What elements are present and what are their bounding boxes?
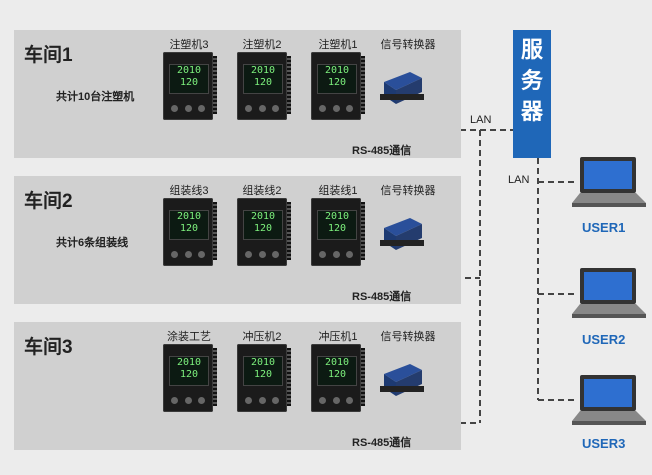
workshop-title: 车间2 bbox=[24, 191, 73, 212]
controller-readout: 120 bbox=[327, 77, 347, 88]
controller-readout: 2010 bbox=[176, 357, 202, 368]
controller-readout: 120 bbox=[179, 77, 199, 88]
controller-readout: 2010 bbox=[250, 211, 276, 222]
device-label: 组装线1 bbox=[318, 185, 358, 197]
controller-readout: 2010 bbox=[324, 211, 350, 222]
heat-sink bbox=[361, 202, 365, 260]
workshop-title: 车间3 bbox=[24, 337, 73, 358]
signal-converter-icon bbox=[380, 218, 424, 250]
controller-readout: 120 bbox=[253, 223, 273, 234]
controller-readout: 120 bbox=[327, 369, 347, 380]
signal-converter-icon bbox=[380, 364, 424, 396]
controller-buttons bbox=[319, 105, 353, 112]
laptop-icon bbox=[572, 375, 646, 425]
converter-label: 信号转换器 bbox=[380, 39, 436, 51]
controller-readout: 120 bbox=[253, 369, 273, 380]
user-label: USER3 bbox=[582, 436, 626, 451]
signal-converter-icon bbox=[380, 72, 424, 104]
laptop-icon bbox=[572, 157, 646, 207]
lan-label: LAN bbox=[508, 174, 530, 186]
controller-buttons bbox=[319, 397, 353, 404]
controller-readout: 2010 bbox=[176, 65, 202, 76]
laptop-icon bbox=[572, 268, 646, 318]
workshop-summary: 共计10台注塑机 bbox=[56, 91, 135, 103]
device-label: 注塑机2 bbox=[242, 39, 282, 51]
heat-sink bbox=[361, 56, 365, 114]
heat-sink bbox=[287, 202, 291, 260]
controller-readout: 120 bbox=[179, 369, 199, 380]
controller-buttons bbox=[245, 251, 279, 258]
lan-label: LAN bbox=[470, 114, 492, 126]
controller-buttons bbox=[171, 105, 205, 112]
device-label: 冲压机2 bbox=[242, 331, 282, 343]
server-label: 器 bbox=[520, 99, 543, 124]
converter-label: 信号转换器 bbox=[380, 185, 436, 197]
controller-readout: 120 bbox=[179, 223, 199, 234]
user-label: USER1 bbox=[582, 220, 626, 235]
device-label: 组装线3 bbox=[169, 185, 209, 197]
controller-readout: 2010 bbox=[250, 357, 276, 368]
controller-readout: 2010 bbox=[176, 211, 202, 222]
workshop-title: 车间1 bbox=[24, 45, 73, 66]
controller-readout: 120 bbox=[327, 223, 347, 234]
bus-label: RS-485通信 bbox=[352, 291, 412, 303]
device-label: 注塑机3 bbox=[169, 39, 209, 51]
controller-buttons bbox=[245, 397, 279, 404]
bus-label: RS-485通信 bbox=[352, 437, 412, 449]
converter-label: 信号转换器 bbox=[380, 331, 436, 343]
controller-readout: 120 bbox=[253, 77, 273, 88]
heat-sink bbox=[213, 348, 217, 406]
heat-sink bbox=[361, 348, 365, 406]
heat-sink bbox=[213, 202, 217, 260]
device-label: 冲压机1 bbox=[318, 331, 358, 343]
controller-readout: 2010 bbox=[324, 357, 350, 368]
device-label: 涂装工艺 bbox=[167, 331, 211, 343]
heat-sink bbox=[287, 56, 291, 114]
workshop-summary: 共计6条组装线 bbox=[56, 237, 129, 249]
heat-sink bbox=[213, 56, 217, 114]
controller-buttons bbox=[245, 105, 279, 112]
server-label: 服 bbox=[520, 37, 543, 62]
server-block: 服 务 器 bbox=[513, 30, 551, 158]
heat-sink bbox=[287, 348, 291, 406]
user-label: USER2 bbox=[582, 332, 626, 347]
controller-readout: 2010 bbox=[324, 65, 350, 76]
controller-buttons bbox=[171, 251, 205, 258]
device-label: 组装线2 bbox=[242, 185, 282, 197]
controller-readout: 2010 bbox=[250, 65, 276, 76]
controller-buttons bbox=[319, 251, 353, 258]
device-label: 注塑机1 bbox=[318, 39, 358, 51]
bus-label: RS-485通信 bbox=[352, 145, 412, 157]
server-label: 务 bbox=[520, 68, 543, 93]
controller-buttons bbox=[171, 397, 205, 404]
